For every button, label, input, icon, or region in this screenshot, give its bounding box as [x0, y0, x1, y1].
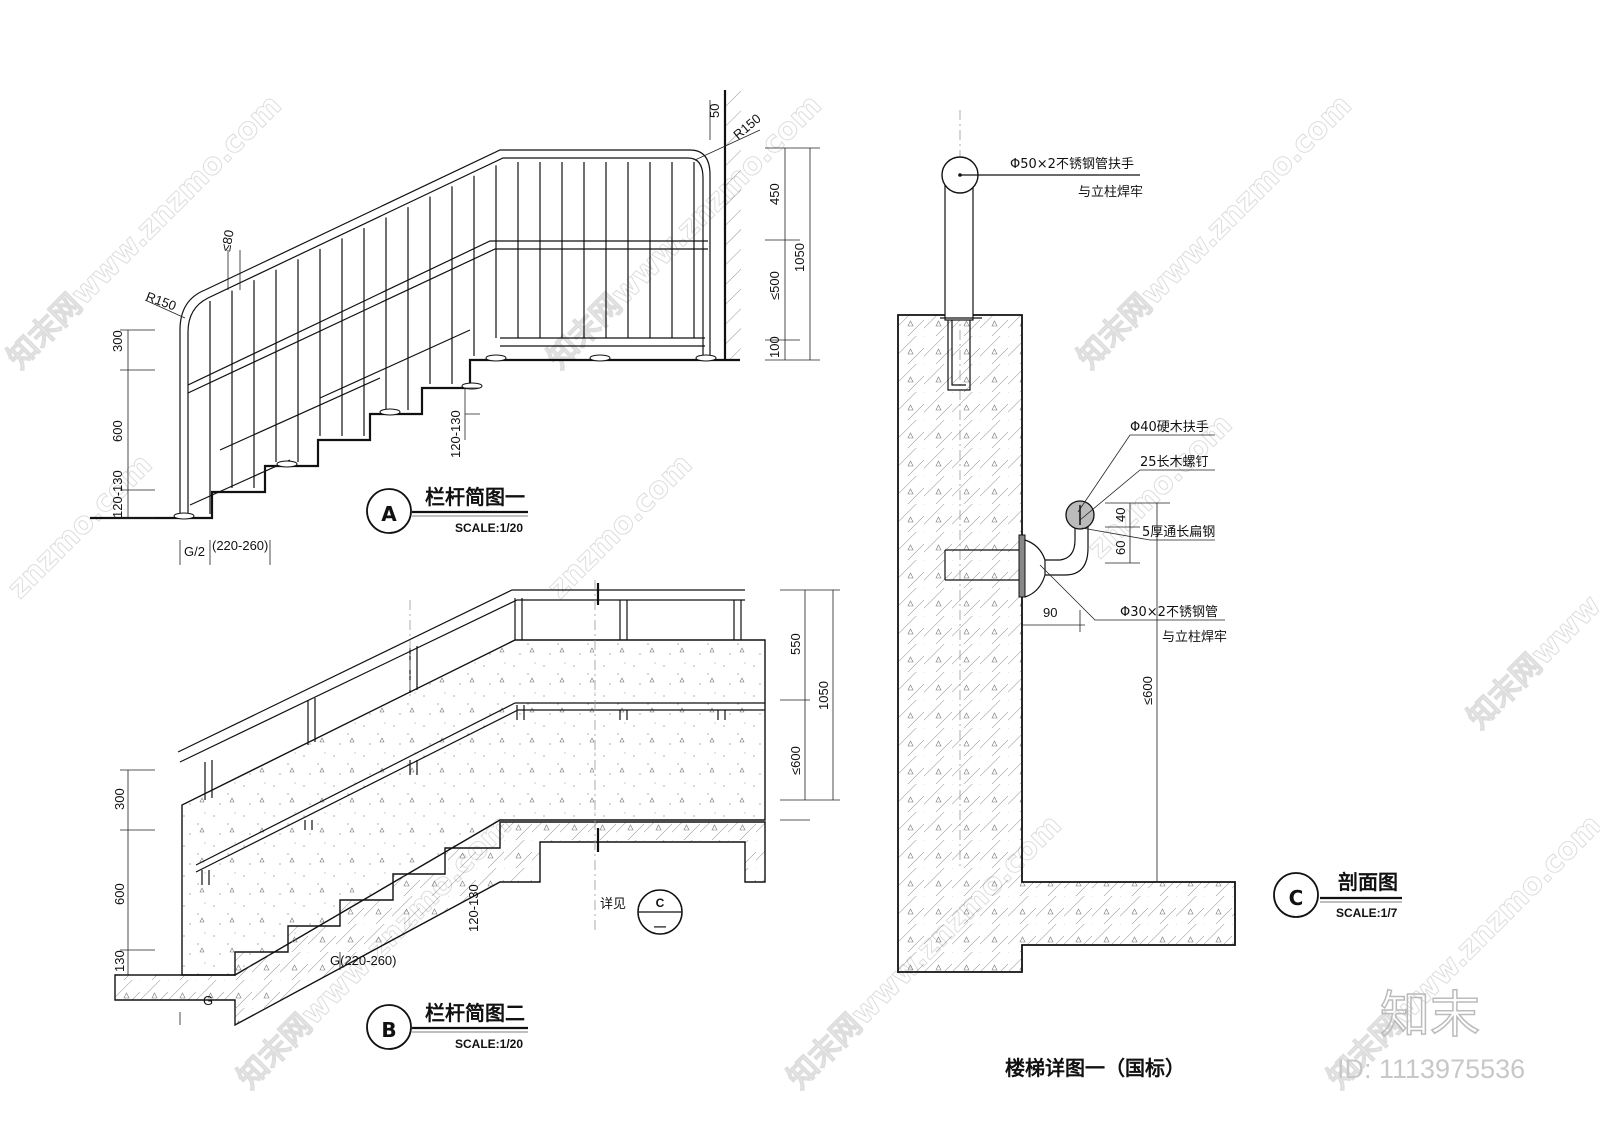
- svg-text:100: 100: [767, 336, 782, 358]
- svg-text:R150: R150: [144, 289, 178, 314]
- svg-text:知末网www.znzmo.com: 知末网www.znzmo.com: [1321, 808, 1600, 1096]
- detail-a-label: A 栏杆简图一 SCALE:1/20: [366, 485, 528, 535]
- svg-text:120-130: 120-130: [466, 884, 481, 932]
- detail-c-label: C 剖面图 SCALE:1/7: [1273, 870, 1402, 920]
- detail-c-section: Φ50×2不锈钢管扶手 与立柱焊牢 Φ40硬木扶手 25长木螺钉 5厚通长扁钢 …: [897, 110, 1402, 973]
- detail-b-railing-section: 550 ≤600 1050 300 600 130 120-130 G(220-…: [112, 580, 840, 1051]
- svg-text:550: 550: [788, 633, 803, 655]
- svg-text:Φ50×2不锈钢管扶手: Φ50×2不锈钢管扶手: [1010, 157, 1134, 172]
- svg-text:G: G: [203, 993, 213, 1008]
- detail-a-railing-elevation: 50 R150 R150 ≤80 450 ≤500 100 1050 300 6…: [90, 90, 820, 565]
- svg-text:600: 600: [112, 883, 127, 905]
- svg-text:栏杆简图二: 栏杆简图二: [425, 1001, 525, 1025]
- svg-text:60: 60: [1113, 541, 1128, 555]
- svg-text:5厚通长扁钢: 5厚通长扁钢: [1142, 525, 1215, 540]
- svg-text:SCALE:1/7: SCALE:1/7: [1336, 906, 1398, 920]
- svg-text:120-130: 120-130: [110, 470, 125, 518]
- drawing-title: 楼梯详图一（国标）: [1005, 1056, 1185, 1080]
- svg-text:与立柱焊牢: 与立柱焊牢: [1078, 184, 1143, 200]
- detail-b-label: B 栏杆简图二 SCALE:1/20: [366, 1001, 528, 1051]
- id-label: ID: 1113975536: [1337, 1054, 1525, 1084]
- logo: 知末: [1380, 986, 1480, 1044]
- svg-text:90: 90: [1043, 605, 1057, 620]
- svg-text:300: 300: [112, 788, 127, 810]
- svg-text:SCALE:1/20: SCALE:1/20: [455, 1037, 523, 1051]
- svg-text:40: 40: [1113, 508, 1128, 522]
- svg-text:知末网www.znzmo.com: 知末网www.znzmo.com: [1071, 88, 1359, 376]
- svg-text:G/2: G/2: [184, 544, 205, 559]
- svg-text:120-130: 120-130: [448, 410, 463, 458]
- svg-text:130: 130: [112, 950, 127, 972]
- svg-text:znzmo.com: znzmo.com: [1, 447, 160, 606]
- svg-text:≤500: ≤500: [767, 271, 782, 300]
- svg-text:知末网www: 知末网www: [1461, 588, 1600, 735]
- svg-text:C: C: [1289, 886, 1304, 910]
- svg-text:C: C: [656, 896, 665, 910]
- svg-text:≤80: ≤80: [218, 229, 237, 253]
- svg-text:450: 450: [767, 183, 782, 205]
- svg-text:1050: 1050: [816, 681, 831, 710]
- svg-text:znzmo.com: znzmo.com: [541, 447, 700, 606]
- svg-text:600: 600: [110, 420, 125, 442]
- svg-text:A: A: [381, 502, 397, 526]
- svg-text:≤600: ≤600: [788, 746, 803, 775]
- svg-text:—: —: [654, 919, 666, 933]
- svg-text:详见: 详见: [600, 897, 626, 912]
- svg-text:≤600: ≤600: [1140, 676, 1155, 705]
- svg-text:300: 300: [110, 330, 125, 352]
- svg-text:50: 50: [707, 104, 722, 118]
- svg-text:1050: 1050: [792, 243, 807, 272]
- svg-text:25长木螺钉: 25长木螺钉: [1140, 455, 1209, 470]
- svg-text:栏杆简图一: 栏杆简图一: [425, 485, 525, 509]
- svg-text:Φ40硬木扶手: Φ40硬木扶手: [1130, 420, 1209, 435]
- svg-text:B: B: [381, 1018, 396, 1042]
- svg-text:剖面图: 剖面图: [1338, 870, 1398, 894]
- svg-text:G(220-260): G(220-260): [330, 953, 396, 968]
- svg-text:(220-260): (220-260): [212, 538, 268, 553]
- svg-text:SCALE:1/20: SCALE:1/20: [455, 521, 523, 535]
- svg-text:与立柱焊牢: 与立柱焊牢: [1162, 629, 1227, 645]
- svg-text:Φ30×2不锈钢管: Φ30×2不锈钢管: [1120, 605, 1218, 620]
- svg-text:知末网www.znzmo.com: 知末网www.znzmo.com: [1, 88, 289, 376]
